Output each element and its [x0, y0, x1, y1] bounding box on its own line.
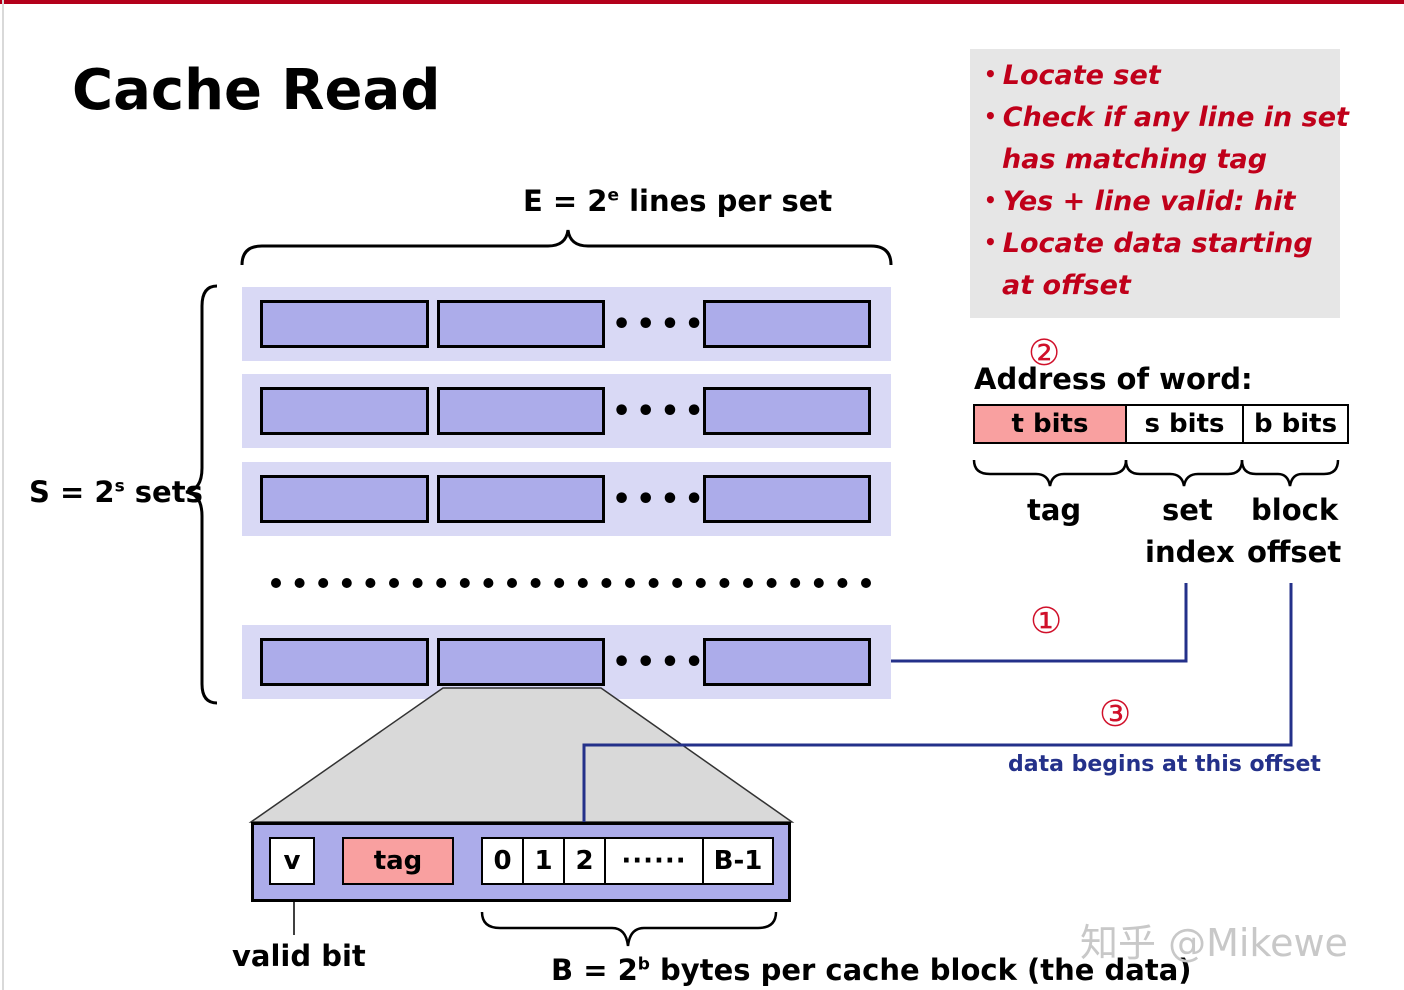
cache-line-selected: [437, 638, 605, 686]
elided-set-dot: [412, 578, 423, 588]
note-item-check-tag: •Check if any line in set: [984, 97, 1349, 140]
elided-set-dot: [554, 578, 565, 588]
line-ellipsis: ••••: [612, 394, 709, 429]
elided-set-dot: [601, 578, 612, 588]
cache-line: [703, 300, 871, 348]
tag-field-label: tag: [1027, 493, 1082, 527]
elided-set-dot: [743, 578, 753, 588]
bullet-icon: •: [984, 230, 997, 254]
elided-sets-dots: [271, 578, 871, 588]
bullet-icon: •: [984, 104, 997, 128]
cache-line: [437, 300, 605, 348]
cache-line: [260, 387, 429, 435]
slide-title: Cache Read: [72, 58, 441, 123]
elided-set-dot: [294, 578, 305, 588]
offset-note: data begins at this offset: [1008, 752, 1321, 777]
elided-set-dot: [318, 578, 329, 588]
lines-per-set-label: E = 2e lines per set: [523, 184, 833, 218]
note-text: Locate set: [1002, 60, 1161, 91]
byte-cell-ellipsis: ······: [604, 837, 704, 885]
elided-set-dot: [766, 578, 777, 588]
cache-line: [437, 387, 605, 435]
address-title: Address of word:: [974, 362, 1253, 396]
cache-line: [703, 387, 871, 435]
watermark: 知乎 @Mikewe: [1080, 921, 1348, 965]
steps-notes-box: •Locate set •Check if any line in set ha…: [970, 49, 1349, 318]
elided-set-dot: [365, 578, 376, 588]
set-index-connector: [891, 583, 1188, 663]
byte-cell-2: 2: [563, 837, 606, 885]
lines-brace: [240, 229, 893, 266]
elided-set-dot: [436, 578, 447, 588]
elided-set-dot: [389, 578, 399, 588]
block-offset-label-1: block: [1251, 493, 1339, 527]
elided-set-dot: [507, 578, 517, 588]
set-index-label-2: index: [1145, 535, 1235, 569]
note-item-hit: •Yes + line valid: hit: [984, 181, 1295, 224]
note-text: Check if any line in set: [1002, 102, 1349, 133]
note-text-cont: at offset: [1002, 270, 1131, 301]
block-offset-connector: [582, 583, 1293, 837]
tag-brace: [972, 459, 1128, 487]
byte-cell-last: B-1: [702, 837, 774, 885]
valid-bit-cell: v: [269, 837, 315, 885]
step-2-marker-address: ②: [1028, 333, 1061, 374]
step-1-marker: ①: [1030, 601, 1063, 642]
top-accent-bar: [0, 0, 1404, 4]
t-bits-field: t bits: [973, 404, 1127, 444]
sets-count-label: S = 2s sets: [29, 475, 203, 509]
elided-set-dot: [577, 578, 588, 588]
line-ellipsis: ••••: [612, 482, 709, 517]
note-item-locate-data-cont: at offset: [984, 265, 1131, 307]
bytes-brace: [480, 911, 778, 947]
bullet-icon: •: [984, 188, 997, 212]
note-text: Locate data starting: [1002, 228, 1313, 259]
line-ellipsis: ••••: [612, 307, 709, 342]
left-rule: [2, 0, 4, 990]
zoom-projection: [248, 687, 795, 823]
cache-line: [703, 475, 871, 523]
bytes-per-block-label: B = 2b bytes per cache block (the data): [551, 953, 1192, 987]
tag-cell: tag: [342, 837, 454, 885]
b-bits-field: b bits: [1242, 404, 1349, 444]
bullet-icon: •: [984, 62, 997, 86]
note-item-locate-data: •Locate data starting: [984, 223, 1313, 266]
byte-cell-0: 0: [481, 837, 524, 885]
elided-set-dot: [459, 578, 470, 588]
elided-set-dot: [790, 578, 801, 588]
note-item-locate-set: •Locate set: [984, 55, 1161, 98]
block-offset-label-2: offset: [1247, 535, 1342, 569]
set-index-label-1: set: [1162, 493, 1213, 527]
set-index-brace: [1124, 459, 1244, 487]
note-item-check-tag-cont: has matching tag: [984, 139, 1267, 181]
elided-set-dot: [672, 578, 683, 588]
valid-bit-label: valid bit: [232, 939, 366, 973]
elided-set-dot: [813, 578, 824, 588]
line-ellipsis: ••••: [612, 645, 709, 680]
cache-line: [260, 475, 429, 523]
sets-brace: [185, 284, 218, 705]
step-3-marker: ③: [1099, 694, 1132, 735]
block-offset-brace: [1240, 459, 1340, 487]
elided-set-dot: [837, 578, 848, 588]
elided-set-dot: [695, 578, 706, 588]
cache-line: [260, 638, 429, 686]
cache-line: [260, 300, 429, 348]
cache-line: [703, 638, 871, 686]
elided-set-dot: [271, 578, 281, 588]
cache-line: [437, 475, 605, 523]
note-text-cont: has matching tag: [1002, 144, 1268, 175]
elided-set-dot: [341, 578, 352, 588]
elided-set-dot: [625, 578, 635, 588]
elided-set-dot: [861, 578, 871, 588]
elided-set-dot: [719, 578, 730, 588]
elided-set-dot: [483, 578, 494, 588]
elided-set-dot: [530, 578, 541, 588]
note-text: Yes + line valid: hit: [1002, 186, 1296, 217]
byte-cell-1: 1: [522, 837, 565, 885]
elided-set-dot: [648, 578, 659, 588]
